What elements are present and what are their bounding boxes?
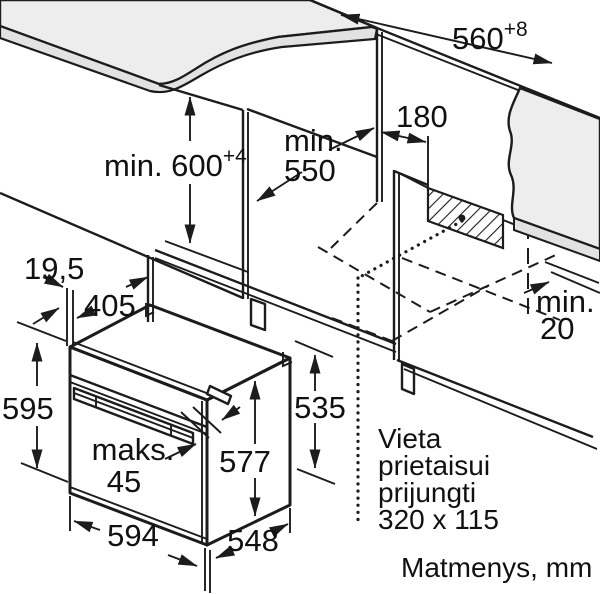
dim-405-label: 405 [84,288,136,323]
dimension-600: min. 600+4 [104,96,249,273]
dimension-577: 577 [219,380,271,517]
dim-600-extension-bottom [164,240,249,273]
oven-front-face [68,345,209,547]
niche-right-top-edge-b [398,172,429,189]
dim-550-arrow-a [328,127,375,151]
dimension-19-5: 19,5 [24,251,84,348]
dim-600-label: min. 600+4 [104,145,247,183]
hidden-edge-5 [331,317,393,342]
note-line-4: 320 x 115 [378,504,499,535]
counter-underside-edge [158,83,244,112]
housing-cabinet [0,26,600,450]
dim-180-line [380,130,427,144]
hidden-edge-1 [330,202,378,249]
base-cabinet-bottom-edge-a [396,358,594,439]
min20-ref-line-b [550,271,600,294]
dim-19-5-label: 19,5 [24,251,84,286]
dimension-min-20: min. 20 [523,281,595,346]
dimension-405: 405 [76,276,149,323]
dim-maks45-label-line1: maks. [92,432,175,467]
dim-min20-arrow [523,281,550,295]
dim-595-extension-top [16,321,67,342]
cabinet-right-foot [400,362,416,396]
dim-405-arrow-a [76,305,98,319]
note-line-3: prijungti [378,477,476,508]
cable-route-dotted [356,219,464,280]
hidden-edge-3 [317,246,431,313]
rear-panel-bottom-band [513,216,600,263]
connection-hatch-box [426,186,505,250]
hidden-edge-4 [429,253,559,313]
oven-side-grip-cutout [205,384,233,406]
rear-panel [507,86,600,294]
dim-maks45-leader [164,443,197,460]
oven-door-bottom-line [69,486,208,540]
maks45-ref-line-a [180,411,210,439]
dim-min20-label-line1: min. [536,284,595,319]
hidden-edge-6 [391,285,489,342]
niche-floor-front-edge-b [154,257,397,353]
oven-control-panel-line-a [69,373,208,429]
dim-19-5-arrow-b [32,307,60,325]
dim-548-arrow-right [268,523,289,538]
dimension-535: 535 [294,340,346,485]
connection-area [356,136,505,528]
dim-535-extension-bottom [296,468,336,485]
dim-180-label: 180 [396,99,448,134]
dim-548-label: 548 [227,523,279,558]
dim-560-label: 560+8 [452,18,528,56]
dimension-180: 180 [380,99,448,144]
dim-595-label: 595 [2,391,54,426]
niche-floor-front-edge-a [154,248,397,346]
oven [68,303,293,547]
oven-door-handle-inner-line [73,392,194,439]
connection-note: Vieta prietaisui prijungti 320 x 115 [378,423,499,535]
dim-maks45-label-line2: 45 [107,464,141,499]
dim-405-arrow-b [125,276,149,290]
dim-577-label: 577 [219,444,271,479]
oven-corner-notch-right [282,352,293,368]
cabinet-front-rail [246,107,378,159]
hidden-edge-2 [401,257,561,321]
note-line-1: Vieta [378,423,442,454]
dim-594-arrow-right [167,554,198,567]
oven-control-panel-line-b [69,381,208,435]
dim-535-label: 535 [294,390,346,425]
min20-ref-line-a [544,261,600,284]
side-panel-bottom-edge [0,191,244,300]
dimension-594: 594 [69,496,211,593]
oven-corner-notch-left [145,303,155,318]
dim-550-label-line1: min. [284,123,343,158]
dim-19-5-arrow-a [42,273,64,288]
dimension-595: 595 [2,321,69,483]
cabinet-left-foot [249,297,267,332]
note-line-2: prietaisui [378,450,490,481]
dimension-maks-45: maks. 45 [92,404,241,499]
maks45-ref-line-b [192,406,222,434]
base-cabinet-bottom-edge-b [403,368,598,450]
units-footer: Matmenys, mm [401,552,592,583]
dim-548-arrow-left [215,545,236,559]
oven-top-frame-line [72,341,210,395]
connection-point-dot [458,214,466,222]
rear-panel-face [507,86,600,251]
countertop [0,0,379,94]
dim-maks45-arrow-a [221,404,241,421]
dim-535-extension-top [294,340,334,358]
dim-594-label: 594 [107,518,159,553]
dimension-550: min. 550 [256,123,375,202]
dim-550-arrow-b [256,171,303,202]
dim-560-line [340,13,553,65]
dimension-548: 548 [215,508,291,559]
dim-550-label-line2: 550 [284,153,336,188]
dim-min20-label-line2: 20 [540,311,574,346]
dim-594-arrow-left [73,520,101,533]
dim-595-extension-bottom [20,462,69,483]
dimension-560: 560+8 [340,13,553,65]
